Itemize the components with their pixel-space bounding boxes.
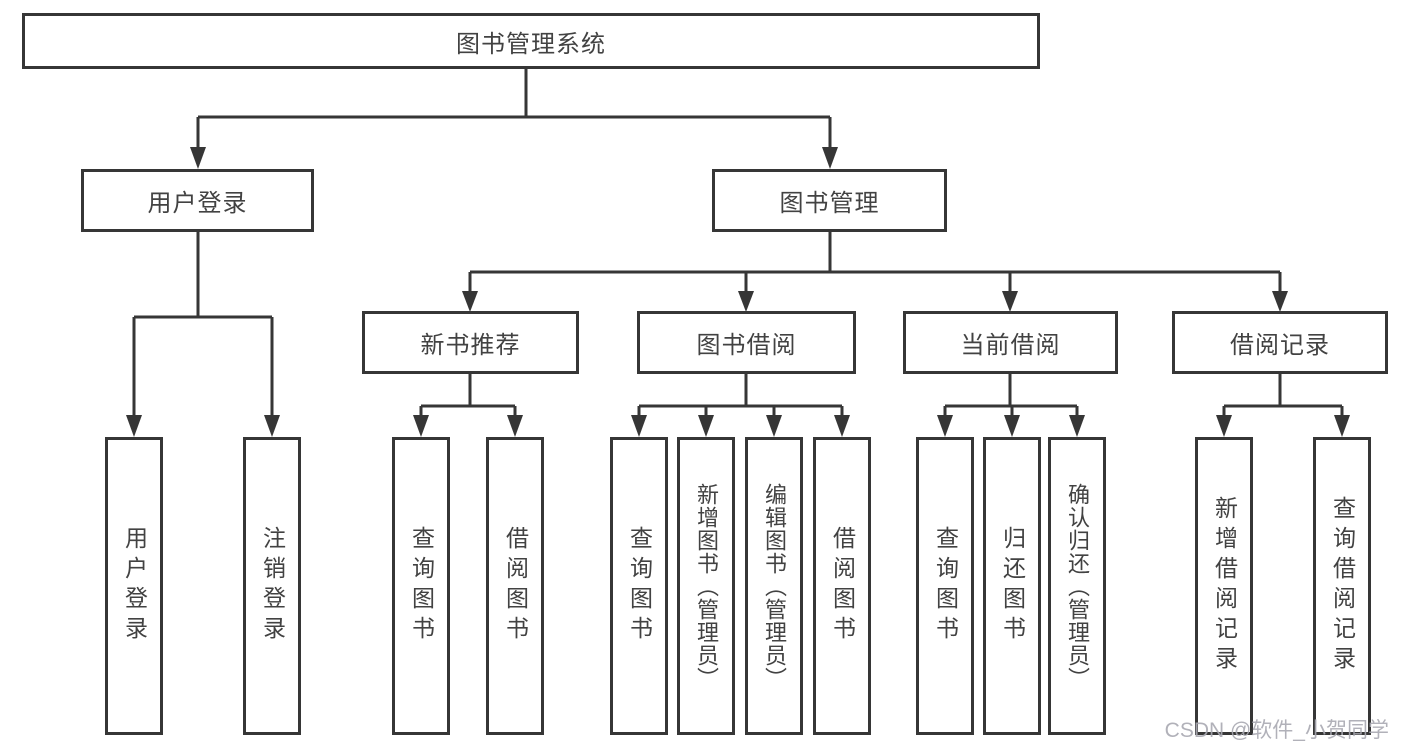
leaf-borrow-books-borrowing-label: 借阅图书 [829, 526, 856, 646]
node-user-login-label: 用户登录 [147, 190, 248, 217]
leaf-query-books-current: 查询图书 [916, 437, 974, 735]
leaf-confirm-return-admin-label: 确认归还（管理员） [1065, 482, 1090, 690]
leaf-confirm-return-admin: 确认归还（管理员） [1048, 437, 1106, 735]
leaf-query-books-borrowing: 查询图书 [610, 437, 668, 735]
leaf-add-books-admin: 新增图书（管理员） [677, 437, 735, 735]
node-user-login: 用户登录 [81, 169, 314, 232]
leaf-user-login: 用户登录 [105, 437, 163, 735]
leaf-add-books-admin-label: 新增图书（管理员） [694, 482, 719, 690]
csdn-watermark: CSDN @软件_小贺同学 [1164, 719, 1389, 742]
node-borrowing-records-label: 借阅记录 [1230, 332, 1330, 359]
node-book-borrowing-label: 图书借阅 [696, 332, 797, 359]
leaf-query-books-recommend: 查询图书 [392, 437, 450, 735]
node-root-system: 图书管理系统 [22, 13, 1040, 69]
leaf-user-login-label: 用户登录 [121, 526, 148, 646]
node-new-book-recommend: 新书推荐 [362, 311, 579, 374]
node-current-borrowing-label: 当前借阅 [960, 332, 1061, 359]
leaf-query-borrow-record-label: 查询借阅记录 [1329, 496, 1356, 676]
leaf-add-borrow-record: 新增借阅记录 [1195, 437, 1253, 735]
leaf-logout: 注销登录 [243, 437, 301, 735]
leaf-edit-books-admin: 编辑图书（管理员） [745, 437, 803, 735]
leaf-borrow-books-recommend: 借阅图书 [486, 437, 544, 735]
leaf-query-books-borrowing-label: 查询图书 [626, 526, 653, 646]
node-borrowing-records: 借阅记录 [1172, 311, 1388, 374]
leaf-query-books-current-label: 查询图书 [932, 526, 959, 646]
leaf-edit-books-admin-label: 编辑图书（管理员） [762, 482, 787, 690]
leaf-borrow-books-borrowing: 借阅图书 [813, 437, 871, 735]
node-current-borrowing: 当前借阅 [903, 311, 1118, 374]
leaf-query-borrow-record: 查询借阅记录 [1313, 437, 1371, 735]
leaf-query-books-recommend-label: 查询图书 [408, 526, 435, 646]
leaf-borrow-books-recommend-label: 借阅图书 [502, 526, 529, 646]
node-root-system-label: 图书管理系统 [456, 30, 606, 58]
node-book-management: 图书管理 [712, 169, 947, 232]
leaf-return-books: 归还图书 [983, 437, 1041, 735]
leaf-logout-label: 注销登录 [259, 526, 286, 646]
leaf-return-books-label: 归还图书 [999, 526, 1026, 646]
leaf-add-borrow-record-label: 新增借阅记录 [1211, 496, 1238, 676]
node-new-book-recommend-label: 新书推荐 [420, 332, 521, 359]
node-book-borrowing: 图书借阅 [637, 311, 856, 374]
node-book-management-label: 图书管理 [779, 190, 880, 217]
